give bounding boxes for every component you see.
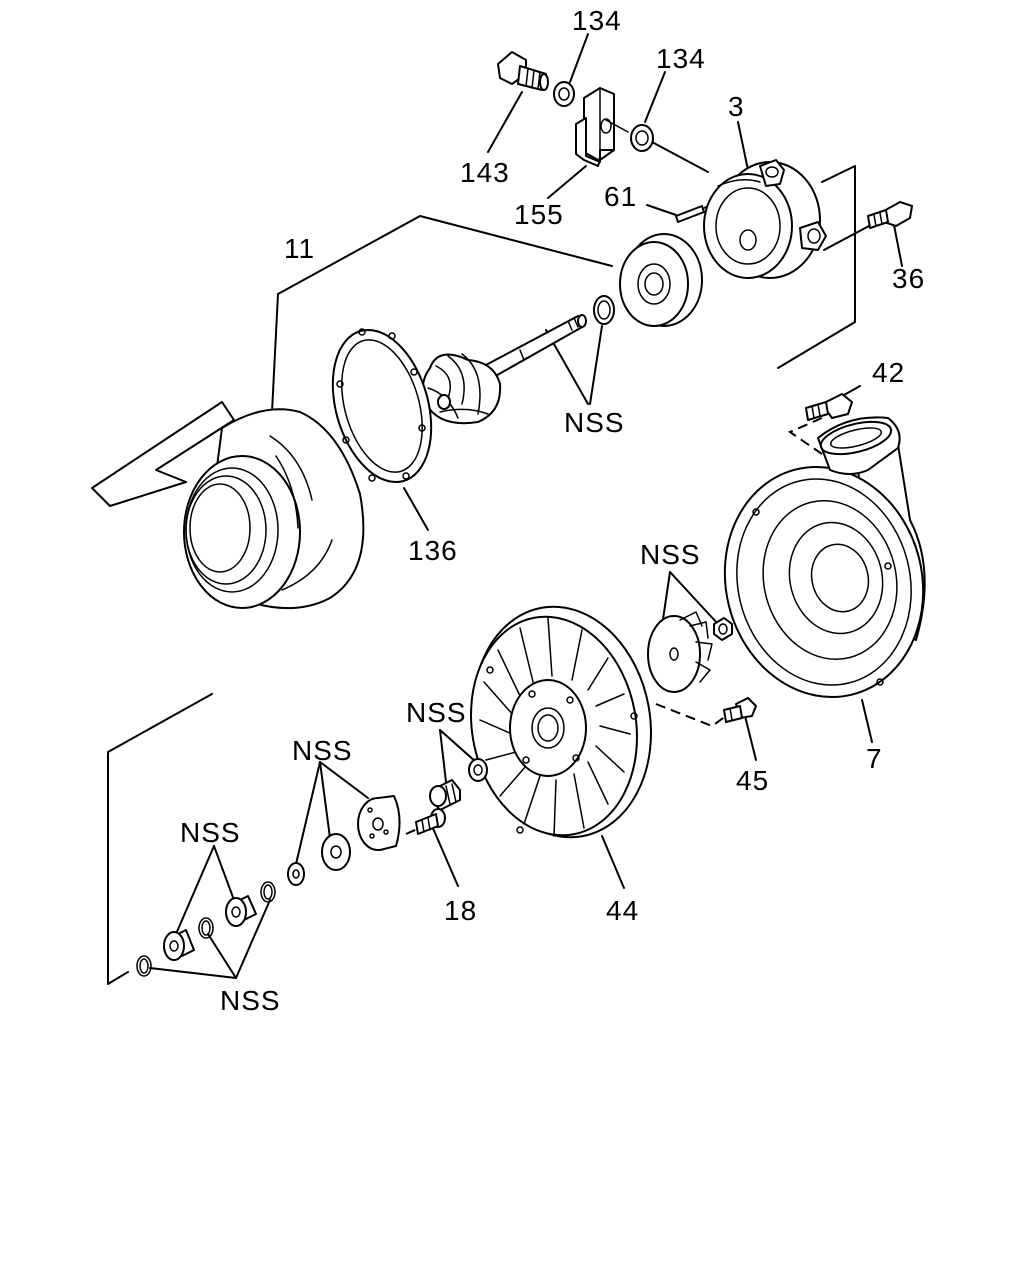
callout-labels: 134 134 3 143 61 155 11 36 42 NSS 136 NS… xyxy=(180,5,925,1016)
callout-155: 155 xyxy=(514,199,564,230)
part-11-turbine-housing xyxy=(91,401,365,610)
part-nss-snap-ring-b xyxy=(198,917,214,939)
callout-134-second: 134 xyxy=(656,43,706,74)
part-36-bolt xyxy=(867,201,913,229)
part-nss-thrust-plate xyxy=(357,795,401,851)
part-nss-journal-bearing-b xyxy=(163,929,195,961)
part-compressor-wheel xyxy=(647,611,713,693)
callout-11: 11 xyxy=(284,233,315,264)
part-7-compressor-housing xyxy=(723,416,926,699)
part-136-gasket xyxy=(331,328,433,484)
part-44-back-plate xyxy=(470,605,652,839)
callout-42: 42 xyxy=(872,357,905,388)
part-shaft-turbine-wheel xyxy=(421,314,587,425)
callout-45: 45 xyxy=(736,765,769,796)
callout-nss-bearings: NSS xyxy=(180,817,241,848)
part-143-banjo-bolt xyxy=(497,51,549,91)
callout-18: 18 xyxy=(444,895,477,926)
part-nut xyxy=(713,617,733,641)
part-nss-sleeve xyxy=(429,779,461,811)
part-nss-snap-ring-c xyxy=(136,955,152,977)
callout-134-top: 134 xyxy=(572,5,622,36)
callout-44: 44 xyxy=(606,895,639,926)
part-3-bearing-housing xyxy=(703,159,827,279)
part-nss-thrust-washer xyxy=(321,833,351,871)
callout-nss-impeller: NSS xyxy=(640,539,701,570)
callout-143: 143 xyxy=(460,157,510,188)
part-seal-ring xyxy=(593,295,615,325)
part-42-bolt xyxy=(805,393,853,421)
callout-nss-plates: NSS xyxy=(292,735,353,766)
part-45-bolt xyxy=(723,697,757,723)
cooling-fins xyxy=(479,617,631,837)
part-nss-washer xyxy=(468,758,488,782)
part-nss-journal-bearing-a xyxy=(225,895,257,927)
part-134-washer-top xyxy=(553,81,575,107)
callout-nss-shaft: NSS xyxy=(564,407,625,438)
callout-3: 3 xyxy=(728,91,745,122)
callout-61: 61 xyxy=(604,181,637,212)
part-134-washer-second xyxy=(630,124,654,152)
callout-nss-rings: NSS xyxy=(220,985,281,1016)
part-nss-snap-ring-a xyxy=(260,881,276,903)
part-18-screw xyxy=(415,808,446,835)
part-thrust-collar xyxy=(619,233,703,327)
callout-nss-sleeve: NSS xyxy=(406,697,467,728)
part-155-oil-fitting xyxy=(575,87,629,167)
callout-7: 7 xyxy=(866,743,883,774)
callout-136: 136 xyxy=(408,535,458,566)
callout-36: 36 xyxy=(892,263,925,294)
part-nss-spacer xyxy=(287,862,305,886)
